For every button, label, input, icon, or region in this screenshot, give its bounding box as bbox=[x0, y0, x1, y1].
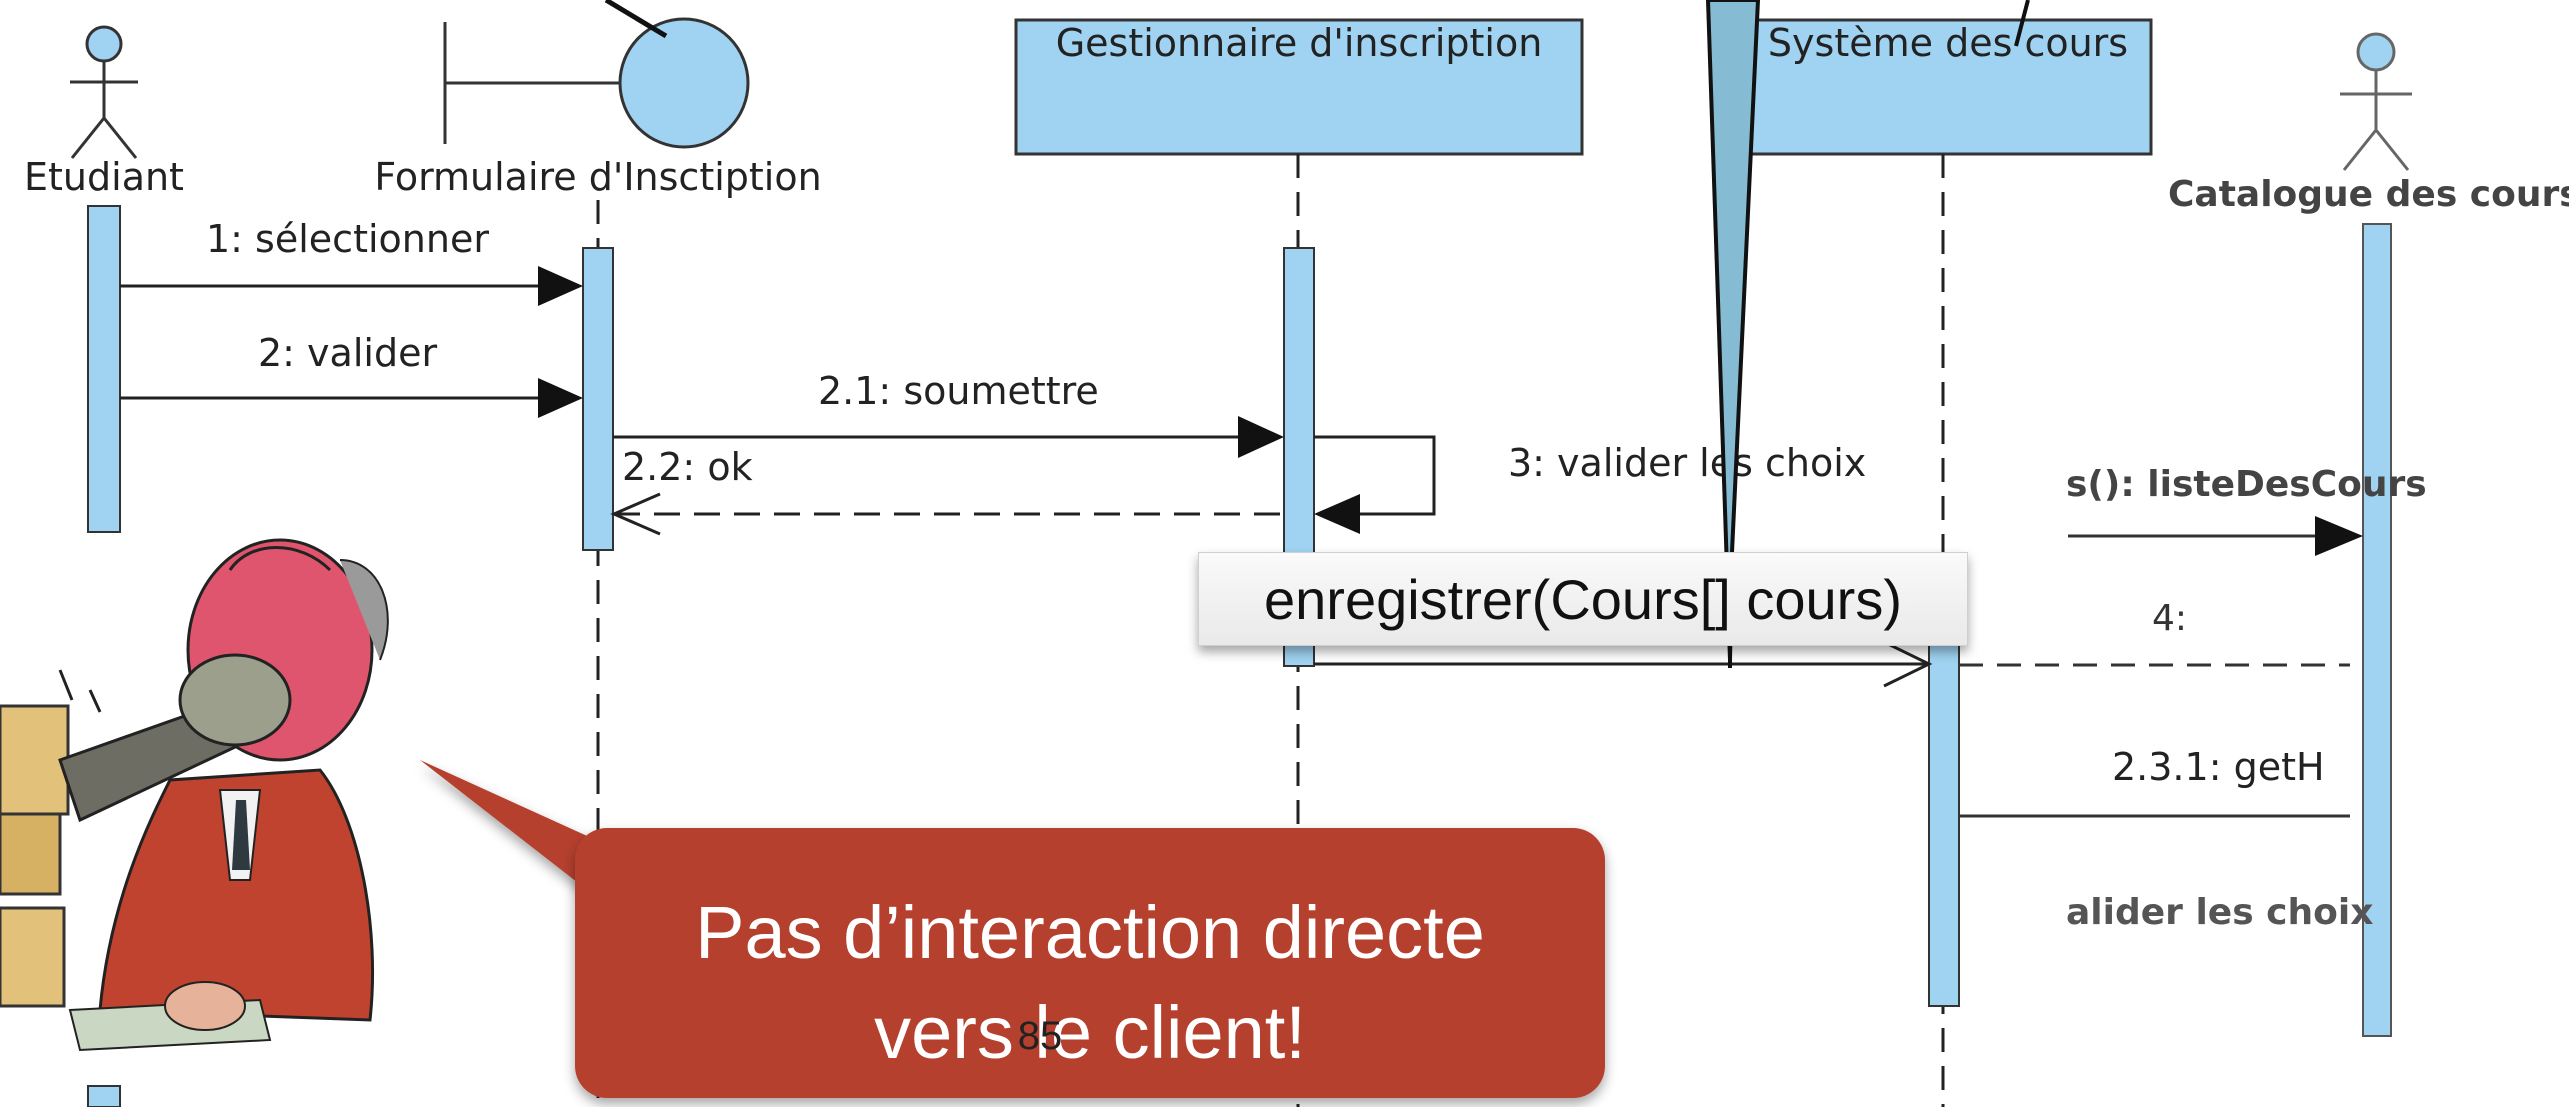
participant-label-systeme: Système des cours bbox=[1768, 21, 2128, 65]
callout-bubble bbox=[575, 828, 1605, 1098]
message-4-label: 4: bbox=[2152, 598, 2187, 639]
message-list bbox=[2068, 516, 2363, 556]
message-enregistrer bbox=[1314, 640, 1933, 688]
message-2-1 bbox=[613, 416, 1284, 458]
callout-pointer-right-line bbox=[2014, 0, 2030, 47]
activation-etudiant-bottom bbox=[87, 1085, 121, 1107]
callout-pointer-left-line bbox=[604, 0, 668, 39]
callout-text: Pas d’interaction directe vers le client… bbox=[695, 891, 1485, 1074]
activation-catalogue bbox=[2362, 223, 2392, 1037]
page-number: 85 bbox=[1017, 1014, 1063, 1058]
participant-label-gestionnaire: Gestionnaire d'inscription bbox=[1056, 21, 1543, 65]
participant-label-formulaire: Formulaire d'Insctiption bbox=[374, 155, 821, 199]
message-valider-fragment-label: alider les choix bbox=[2066, 892, 2373, 933]
activation-systeme bbox=[1928, 635, 1960, 1007]
message-2-3-1-label: 2.3.1: getH bbox=[2112, 745, 2325, 789]
message-2 bbox=[120, 378, 583, 418]
participant-label-etudiant: Etudiant bbox=[24, 155, 184, 199]
message-2-2-label: 2.2: ok bbox=[622, 445, 753, 489]
message-3-self bbox=[1314, 435, 1436, 534]
message-3-label: 3: valider les choix bbox=[1508, 441, 1866, 485]
activation-formulaire bbox=[582, 247, 614, 551]
message-2-2-return bbox=[610, 492, 1284, 536]
actor-catalogue bbox=[2340, 32, 2412, 171]
activation-etudiant bbox=[87, 205, 121, 533]
message-2-1-label: 2.1: soumettre bbox=[818, 369, 1099, 413]
operation-tooltip: enregistrer(Cours[] cours) bbox=[1198, 552, 1968, 646]
frustrated-man-illustration bbox=[0, 538, 389, 1052]
participant-label-catalogue: Catalogue des cours bbox=[2168, 174, 2569, 215]
boundary-formulaire bbox=[443, 17, 750, 149]
message-1-label: 1: sélectionner bbox=[206, 217, 489, 261]
message-list-label: s(): listeDesCours bbox=[2066, 464, 2427, 505]
message-1 bbox=[120, 266, 583, 306]
actor-etudiant bbox=[70, 25, 138, 159]
message-2-label: 2: valider bbox=[258, 331, 437, 375]
